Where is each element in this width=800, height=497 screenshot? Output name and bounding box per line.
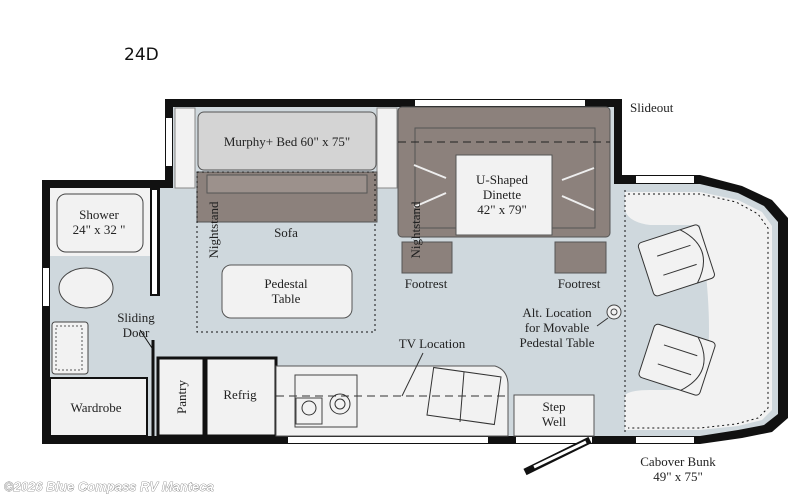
- windows: [43, 100, 694, 443]
- footrest-left: [401, 241, 453, 274]
- dinette-label-2: Dinette: [483, 187, 521, 202]
- step-well-label: Step: [542, 399, 565, 414]
- entry-door: [523, 436, 592, 476]
- stove: [294, 374, 358, 428]
- nightstand-left: [174, 107, 196, 189]
- step-well: [513, 394, 595, 437]
- refrigerator: [204, 356, 278, 438]
- toilet: [58, 267, 114, 309]
- watermark: ©2026 Blue Compass RV Manteca: [4, 479, 214, 494]
- tv-location-label: TV Location: [399, 336, 466, 351]
- footrest-right-label: Footrest: [558, 276, 601, 291]
- sliding-door-label-2: Door: [123, 325, 150, 340]
- burner-icon: [301, 400, 317, 416]
- pedestal-table: [221, 264, 353, 319]
- cabover-bunk-label: Cabover Bunk: [640, 454, 716, 469]
- shower-size-label: 24" x 32 ": [73, 222, 126, 237]
- dinette-label: U-Shaped: [476, 172, 528, 187]
- bath-sink: [51, 321, 89, 375]
- murphy-bed-label: Murphy+ Bed 60" x 75": [224, 134, 350, 149]
- refrig-label: Refrig: [223, 387, 257, 402]
- slideout-label: Slideout: [630, 100, 674, 115]
- cabover-bunk-size-label: 49" x 75": [653, 469, 703, 484]
- alt-pedestal-table-location: [606, 304, 622, 320]
- pantry: [156, 356, 206, 438]
- pantry-label: Pantry: [174, 380, 189, 414]
- nightstand-right: [376, 107, 398, 189]
- step-well-label-2: Well: [542, 414, 567, 429]
- nightstand-left-label: Nightstand: [206, 201, 221, 259]
- murphy-bed: [197, 111, 377, 171]
- footrest-left-label: Footrest: [405, 276, 448, 291]
- pedestal-table-label: Pedestal: [264, 276, 308, 291]
- wardrobe-label: Wardrobe: [71, 400, 122, 415]
- model-title: 24D: [124, 45, 159, 65]
- cabover-bunk-area: [625, 192, 772, 430]
- dinette-size-label: 42" x 79": [477, 202, 527, 217]
- alt-location-label-3: Pedestal Table: [519, 335, 594, 350]
- nightstand-right-label: Nightstand: [408, 201, 423, 259]
- alt-location-label-2: for Movable: [525, 320, 590, 335]
- footrest-right: [554, 241, 607, 274]
- shower-label: Shower: [79, 207, 119, 222]
- sliding-door-label: Sliding: [117, 310, 155, 325]
- cab-seat-driver: [638, 323, 716, 396]
- alt-location-label: Alt. Location: [522, 305, 592, 320]
- sofa-dotted-bed-outline: [196, 171, 376, 333]
- dinette-table: [455, 154, 553, 236]
- cab-seat-passenger: [637, 224, 715, 297]
- wardrobe: [49, 377, 148, 437]
- sofa-label: Sofa: [274, 225, 298, 240]
- pedestal-table-label-2: Table: [272, 291, 301, 306]
